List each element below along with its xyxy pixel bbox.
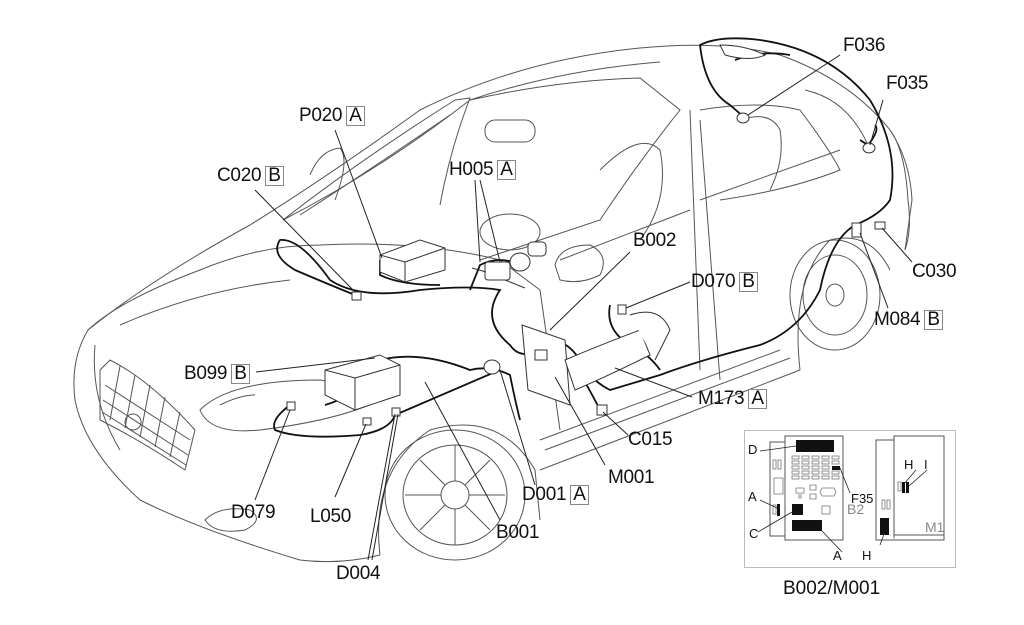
inset-drawing [757,435,945,553]
fuse-d [796,440,834,452]
fuse-box [521,324,571,406]
fuse-h-bottom [880,518,889,535]
relay-c [792,504,803,515]
c015-connector [596,404,608,416]
inset-label-h-top: H [904,457,914,472]
fuse-i [906,482,909,493]
d070-connector [617,304,627,315]
d001-grommet [483,359,501,375]
sill-module [564,329,651,391]
callout-f035: F035 [886,73,929,94]
inset-label-a-bottom: A [833,548,842,563]
components [286,44,886,426]
inset-label-i: I [924,457,928,472]
callout-b001: B001 [496,522,540,543]
fuse-h-top [902,482,905,493]
car-body-outline [73,44,913,563]
inset-leaders [757,445,928,553]
leader-lines [254,54,913,561]
callout-d001-suffix: A [570,485,589,505]
fuse-f35 [832,466,840,470]
d004-connector [391,407,401,417]
h005-switch [484,261,511,281]
callout-f036: F036 [843,35,886,56]
inset-label-a-left: A [748,489,757,504]
callout-b099-suffix: B [231,364,250,384]
callout-l050: L050 [310,506,352,527]
inset-caption: B002/M001 [783,578,881,599]
callout-d004: D004 [336,563,381,584]
inset-label-d: D [748,442,758,457]
fuse-a-bottom [792,520,822,531]
fuse-a-left [777,504,780,516]
callout-b002: B002 [633,230,677,251]
f035-lamp [862,142,876,154]
f036-lamp [736,112,750,124]
fuse-grid [772,455,902,515]
inset-panel-b2: B2 [847,501,865,517]
m084-connector [851,222,862,238]
callout-m001: M001 [608,467,655,488]
callout-m173-suffix: A [748,389,767,409]
inset-label-c: C [749,526,759,541]
callout-h005-suffix: A [497,160,516,180]
highlighted-fuses [777,440,909,535]
callout-p020-suffix: A [346,106,365,126]
callout-m084-suffix: B [924,310,943,330]
c020-connector [351,291,362,301]
inset-label-h-bottom: H [862,548,872,563]
inset-label-f35: F35 [851,491,874,506]
d079-connector [286,401,296,411]
callout-c015: C015 [628,429,673,450]
callout-d079: D079 [231,502,276,523]
inset-fusebox-detail [744,430,956,568]
callout-c030: C030 [912,261,957,282]
callout-d070-suffix: B [739,272,758,292]
l050-connector [362,417,372,426]
c030-connector [874,221,886,230]
callout-c020-suffix: B [265,166,284,186]
inset-panel-m1: M1 [925,519,945,535]
